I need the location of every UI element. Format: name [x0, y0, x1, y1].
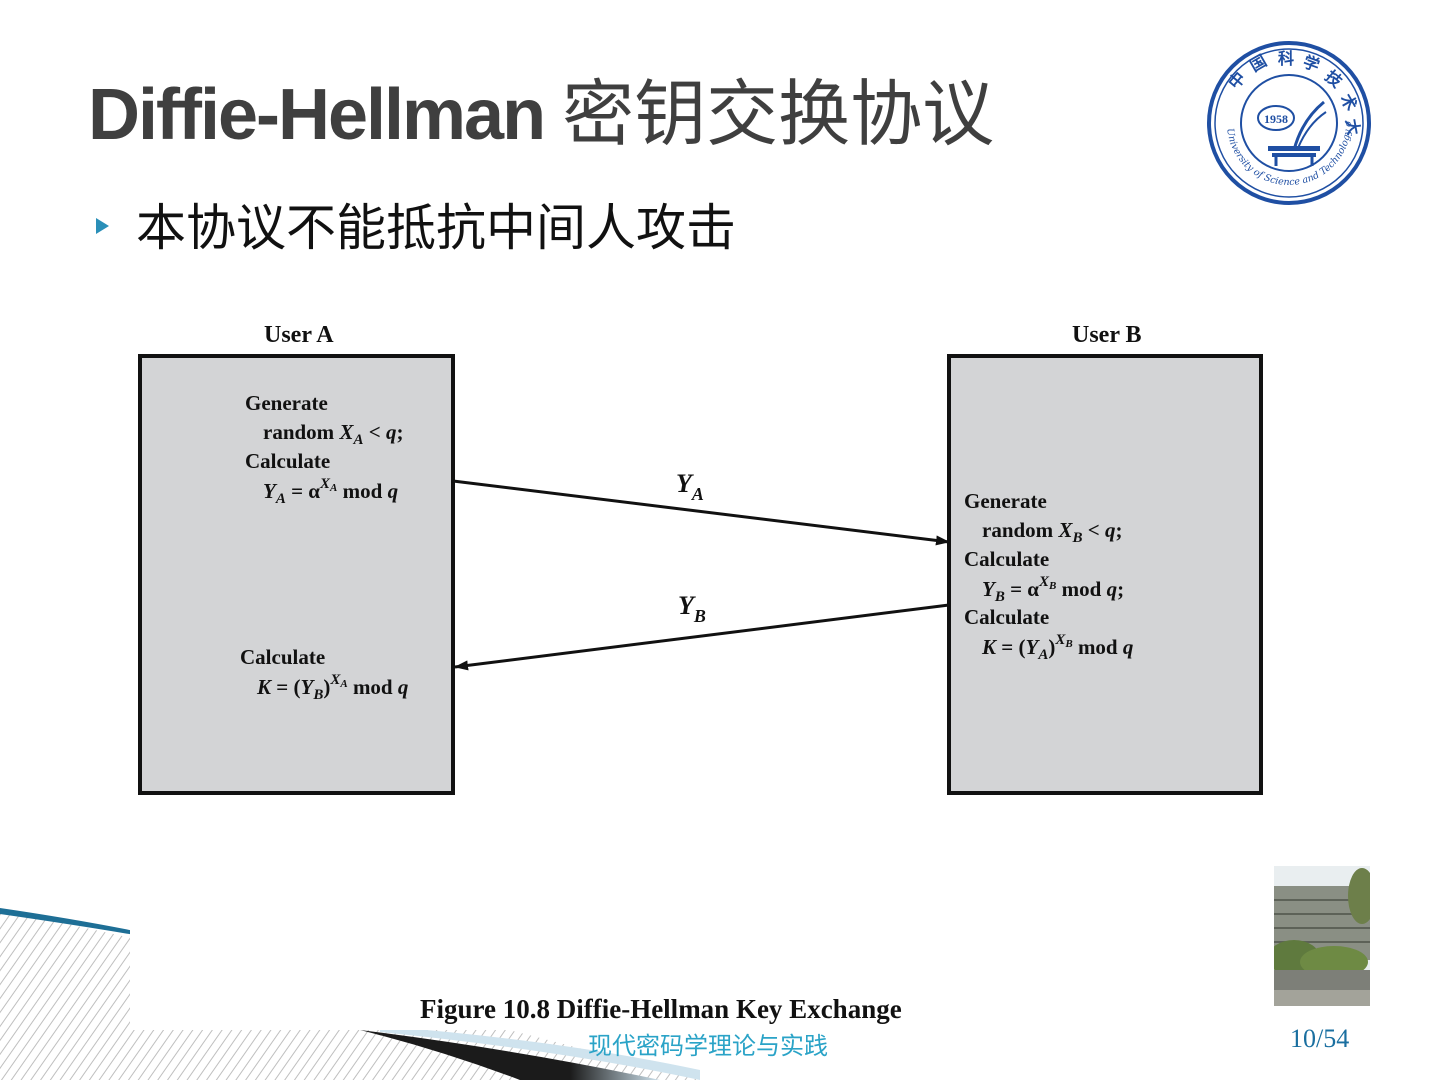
- university-logo: University of Science and Technology of …: [1206, 40, 1372, 206]
- user-b-box: [949, 356, 1261, 793]
- logo-year: 1958: [1264, 112, 1288, 126]
- user-a-label: User A: [264, 322, 334, 348]
- svg-text:Generate: Generate: [245, 391, 328, 415]
- diagram-figure: User A User B Generate random XA < q; Ca…: [130, 290, 1290, 1030]
- svg-text:Generate: Generate: [964, 489, 1047, 513]
- slide-title-zh: 密钥交换协议: [562, 72, 994, 156]
- svg-text:Calculate: Calculate: [964, 547, 1049, 571]
- page-number: 10/54: [1290, 1024, 1349, 1054]
- bullet-text: 本协议不能抵抗中间人攻击: [136, 196, 736, 260]
- course-title: 现代密码学理论与实践: [588, 1026, 828, 1061]
- campus-photo: [1274, 866, 1370, 1006]
- svg-text:random XA < q;: random XA < q;: [263, 420, 403, 448]
- bullet-arrow-icon: [96, 218, 109, 234]
- svg-text:Calculate: Calculate: [245, 449, 330, 473]
- svg-text:科: 科: [1278, 49, 1294, 68]
- svg-text:random XB < q;: random XB < q;: [982, 518, 1122, 546]
- arrow-yb-label: YB: [678, 591, 706, 626]
- slide-title: Diffie-Hellman 密钥交换协议: [88, 66, 994, 163]
- svg-text:Calculate: Calculate: [964, 605, 1049, 629]
- user-b-label: User B: [1072, 322, 1142, 348]
- svg-text:大: 大: [1342, 117, 1363, 136]
- arrow-ya-label: YA: [676, 469, 704, 504]
- svg-text:Calculate: Calculate: [240, 645, 325, 669]
- slide-title-en: Diffie-Hellman: [88, 75, 544, 155]
- figure-caption: Figure 10.8 Diffie-Hellman Key Exchange: [420, 994, 902, 1024]
